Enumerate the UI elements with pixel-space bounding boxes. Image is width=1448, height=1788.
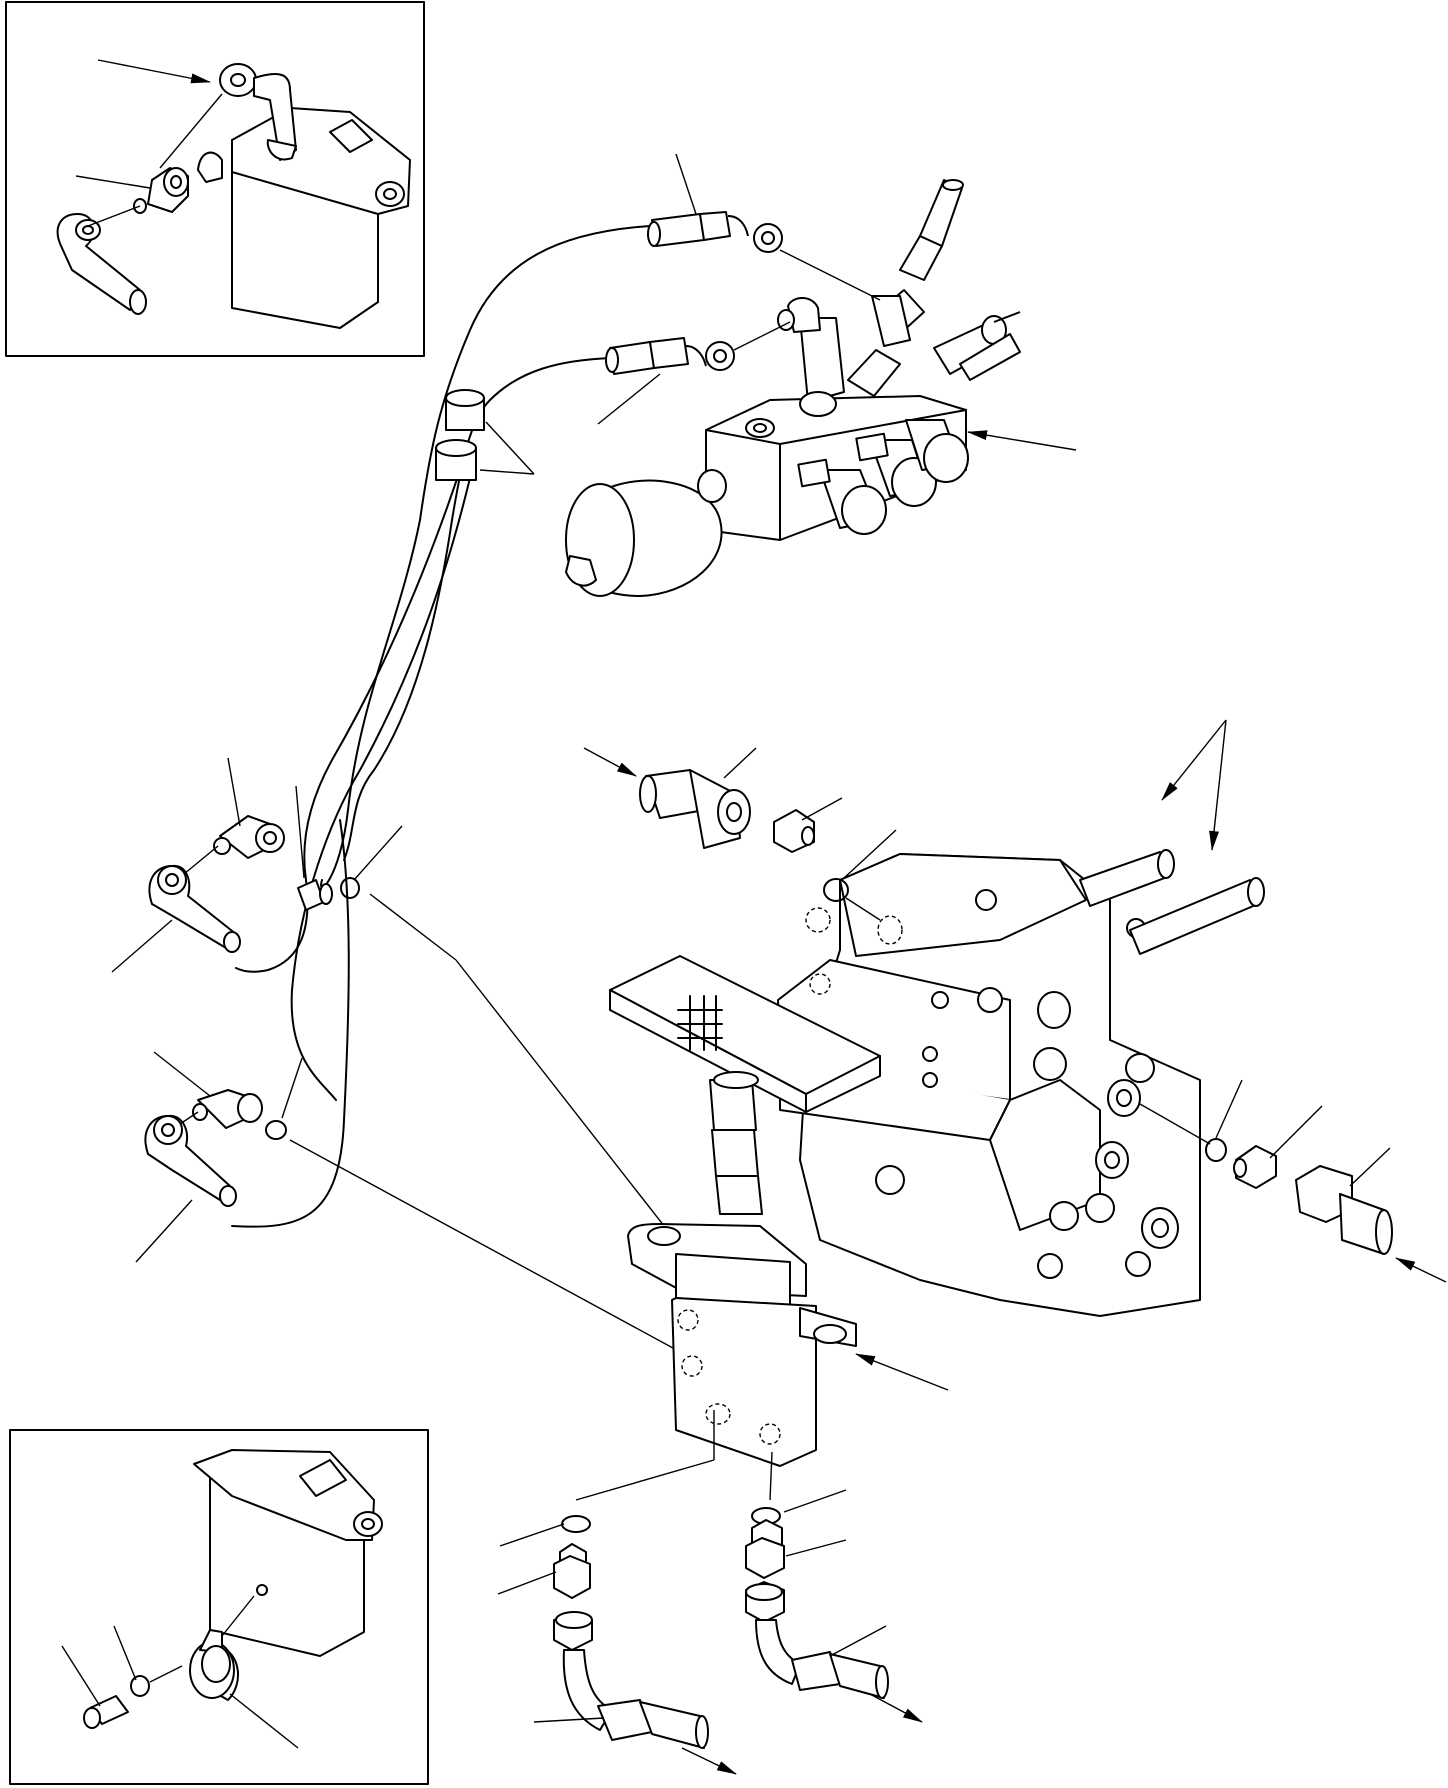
right-fittings — [1139, 1079, 1447, 1283]
bottom-fittings — [497, 1410, 923, 1775]
callout-leader — [1209, 719, 1227, 851]
callout-leader — [353, 825, 403, 881]
callout-leader — [1215, 1079, 1243, 1139]
accumulator-valve-assembly — [565, 179, 1077, 597]
hose-clamp — [435, 389, 485, 481]
hose-end-fitting — [647, 211, 783, 253]
callout-leader — [723, 747, 757, 779]
callout-leader — [801, 797, 843, 821]
left-fittings-upper — [111, 757, 403, 973]
explode-line — [221, 1595, 255, 1637]
explode-line — [455, 959, 687, 1255]
hose-3 — [290, 477, 471, 1101]
callout-leader — [1349, 1147, 1391, 1187]
inset-frame-top-left — [5, 1, 425, 357]
explode-line — [289, 1139, 685, 1355]
inset-frame-bottom-left — [9, 1429, 429, 1785]
callout-leader — [499, 1523, 565, 1547]
flow-arrow — [583, 747, 637, 777]
callout-leader — [485, 421, 535, 475]
upper-middle-fittings — [583, 719, 1227, 921]
callout-leader — [113, 1625, 137, 1681]
callout-leader — [295, 785, 305, 879]
straight-adapter-inset — [133, 167, 189, 214]
explode-line — [575, 1459, 715, 1501]
callout-leader — [785, 1539, 847, 1557]
explode-line — [1139, 1103, 1211, 1145]
explode-line — [733, 321, 791, 351]
brake-valve-block — [627, 1223, 857, 1467]
pedal-valve-block-inset — [231, 107, 411, 329]
callout-leader — [597, 373, 661, 425]
pilot-hoses — [231, 153, 881, 1228]
upper-tee-fittings — [777, 179, 1021, 417]
hose-end-fitting — [605, 337, 735, 375]
explode-line — [769, 1451, 773, 1501]
left-fittings-lower — [135, 1051, 303, 1263]
accumulator-sphere — [565, 469, 727, 597]
callout-leader — [497, 1571, 557, 1595]
callout-leader — [783, 1489, 847, 1513]
explode-line — [845, 897, 881, 921]
callout-leader — [61, 1645, 101, 1707]
callout-leader — [111, 919, 173, 973]
callout-leader — [843, 829, 897, 879]
elbow-small-inset — [197, 151, 223, 183]
elbow-fitting-inset — [219, 63, 297, 161]
explode-line — [87, 205, 141, 227]
flow-arrow — [1395, 1257, 1447, 1283]
main-control-valve — [609, 849, 1265, 1467]
callout-leader — [479, 469, 535, 475]
explode-line — [149, 1665, 183, 1683]
callout-leader — [967, 430, 1077, 451]
callout-leader — [675, 153, 697, 215]
solenoid-valves — [797, 419, 969, 535]
hose-2 — [343, 357, 613, 861]
callout-leader — [829, 1625, 887, 1657]
callout-leader — [75, 175, 151, 189]
callout-leader — [135, 1199, 193, 1263]
flow-arrow — [681, 1747, 737, 1775]
hose-1 — [320, 225, 651, 889]
callout-leader — [281, 1057, 303, 1119]
explode-line — [369, 893, 457, 961]
callout-leader — [227, 757, 241, 827]
callout-leader — [229, 1693, 299, 1749]
callout-leader — [1269, 1105, 1323, 1159]
explode-line — [159, 93, 223, 169]
pedal-stem — [709, 1071, 763, 1215]
hose-inset — [56, 213, 147, 315]
callout-leader — [855, 1353, 949, 1391]
inset-top-left — [5, 1, 425, 357]
inset-bottom-left — [9, 1429, 429, 1785]
explode-line — [779, 249, 881, 301]
hose-5 — [231, 819, 350, 1228]
callout-leader — [1161, 719, 1227, 801]
flow-arrow — [869, 1693, 923, 1723]
plug-cap-inset — [189, 1629, 240, 1701]
hose-4 — [235, 469, 461, 973]
callout-leader — [97, 59, 211, 84]
pedal-valve-block-inset-2 — [193, 1449, 383, 1657]
callout-leader — [153, 1051, 211, 1097]
callout-leader — [533, 1717, 605, 1723]
